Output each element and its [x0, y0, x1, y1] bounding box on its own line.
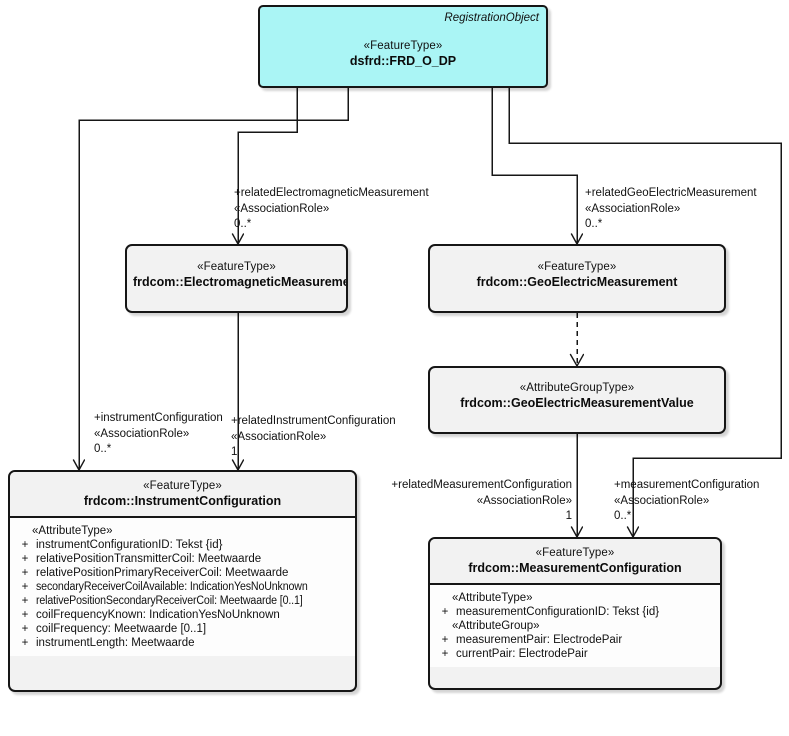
- attribute-row: + relativePositionSecondaryReceiverCoil:…: [14, 594, 351, 608]
- visibility-marker: +: [441, 634, 449, 646]
- class-name: frdcom::GeoElectricMeasurement: [476, 275, 678, 290]
- attribute-compartment: «AttributeType» + instrumentConfiguratio…: [10, 518, 355, 656]
- attribute-text: currentPair: ElectrodePair: [456, 648, 588, 660]
- class-name: frdcom::GeoElectricMeasurementValue: [460, 396, 694, 411]
- association-role-name: +measurementConfiguration: [614, 479, 760, 491]
- visibility-marker: +: [21, 637, 29, 649]
- registration-object-tag: RegistrationObject: [444, 12, 539, 24]
- class-name: frdcom::InstrumentConfiguration: [83, 494, 282, 509]
- attribute-text: coilFrequency: Meetwaarde [0..1]: [36, 623, 207, 635]
- edge-label-related-measurement-configuration: +relatedMeasurementConfiguration «Associ…: [370, 478, 572, 525]
- class-stereotype: «FeatureType»: [197, 261, 276, 273]
- class-box-measurement-configuration[interactable]: «FeatureType» frdcom::MeasurementConfigu…: [428, 537, 722, 690]
- attribute-group-label: «AttributeGroup»: [452, 620, 540, 632]
- edge-label-related-instrument-configuration: +relatedInstrumentConfiguration «Associa…: [231, 414, 396, 461]
- attribute-text: relativePositionTransmitterCoil: Meetwaa…: [36, 553, 262, 565]
- visibility-marker: +: [21, 539, 29, 551]
- attribute-row: + currentPair: ElectrodePair: [434, 647, 716, 661]
- association-stereotype: «AssociationRole»: [231, 430, 327, 443]
- visibility-marker: +: [441, 648, 449, 660]
- attribute-row: + coilFrequencyKnown: IndicationYesNoUnk…: [14, 608, 351, 622]
- association-role-name: +relatedMeasurementConfiguration: [391, 479, 572, 491]
- attribute-row: + relativePositionPrimaryReceiverCoil: M…: [14, 566, 351, 580]
- class-stereotype: «AttributeGroupType»: [519, 382, 635, 394]
- visibility-marker: +: [21, 581, 29, 593]
- visibility-marker: +: [441, 606, 449, 618]
- class-stereotype: «FeatureType»: [143, 480, 222, 492]
- attribute-text: relativePositionPrimaryReceiverCoil: Mee…: [36, 567, 289, 579]
- attribute-group-label: «AttributeType»: [452, 592, 533, 604]
- association-multiplicity: 0..*: [614, 510, 632, 523]
- attribute-compartment: «AttributeType» + measurementConfigurati…: [430, 585, 720, 667]
- edge-label-instrument-configuration: +instrumentConfiguration «AssociationRol…: [94, 411, 223, 458]
- class-name: dsfrd::FRD_O_DP: [349, 54, 457, 69]
- visibility-marker: +: [21, 553, 29, 565]
- class-stereotype: «FeatureType»: [537, 261, 617, 273]
- attribute-text: secondaryReceiverCoilAvailable: Indicati…: [36, 581, 308, 593]
- attribute-text: instrumentLength: Meetwaarde: [36, 637, 195, 649]
- visibility-marker: +: [21, 595, 29, 607]
- attribute-row: + instrumentLength: Meetwaarde: [14, 636, 351, 650]
- class-name: frdcom::MeasurementConfiguration: [468, 561, 682, 576]
- attribute-row: + measurementConfigurationID: Tekst {id}: [434, 605, 716, 619]
- attribute-row: + relativePositionTransmitterCoil: Meetw…: [14, 552, 351, 566]
- attribute-row: + coilFrequency: Meetwaarde [0..1]: [14, 622, 351, 636]
- edge-root-to-geoelectric-measurement: [491, 88, 577, 244]
- attribute-group-label: «AttributeType»: [32, 525, 113, 537]
- attribute-text: measurementConfigurationID: Tekst {id}: [456, 606, 660, 618]
- visibility-marker: +: [21, 609, 29, 621]
- class-box-instrument-configuration[interactable]: «FeatureType» frdcom::InstrumentConfigur…: [8, 470, 357, 692]
- class-box-geoelectric-measurement-value[interactable]: «AttributeGroupType» frdcom::GeoElectric…: [428, 366, 726, 434]
- association-multiplicity: 1: [565, 510, 572, 523]
- class-box-geoelectric-measurement[interactable]: «FeatureType» frdcom::GeoElectricMeasure…: [428, 244, 726, 313]
- association-multiplicity: 0..*: [585, 218, 603, 231]
- attribute-text: relativePositionSecondaryReceiverCoil: M…: [36, 595, 303, 607]
- class-box-electromagnetic-measurement[interactable]: «FeatureType» frdcom::ElectromagneticMea…: [125, 244, 348, 313]
- attribute-row: + instrumentConfigurationID: Tekst {id}: [14, 538, 351, 552]
- attribute-text: instrumentConfigurationID: Tekst {id}: [36, 539, 223, 551]
- visibility-marker: +: [21, 623, 29, 635]
- edge-label-related-electromagnetic-measurement: +relatedElectromagneticMeasurement «Asso…: [234, 186, 429, 233]
- attribute-row: + measurementPair: ElectrodePair: [434, 633, 716, 647]
- association-stereotype: «AssociationRole»: [94, 427, 190, 440]
- edge-label-measurement-configuration: +measurementConfiguration «AssociationRo…: [614, 478, 759, 525]
- attribute-text: measurementPair: ElectrodePair: [456, 634, 623, 646]
- association-role-name: +instrumentConfiguration: [94, 412, 223, 424]
- association-stereotype: «AssociationRole»: [614, 494, 710, 507]
- association-role-name: +relatedElectromagneticMeasurement: [234, 187, 429, 199]
- association-multiplicity: 0..*: [234, 218, 252, 231]
- association-stereotype: «AssociationRole»: [585, 202, 681, 215]
- association-stereotype: «AssociationRole»: [234, 202, 330, 215]
- association-multiplicity: 1: [231, 446, 238, 459]
- association-stereotype: «AssociationRole»: [476, 494, 572, 507]
- class-name: frdcom::ElectromagneticMeasurement: [133, 275, 348, 290]
- association-role-name: +relatedInstrumentConfiguration: [231, 415, 396, 427]
- edge-label-related-geoelectric-measurement: +relatedGeoElectricMeasurement «Associat…: [585, 186, 757, 233]
- class-box-frd-o-dp[interactable]: RegistrationObject «FeatureType» dsfrd::…: [258, 5, 548, 88]
- attribute-text: coilFrequencyKnown: IndicationYesNoUnkno…: [36, 609, 280, 621]
- class-stereotype: «FeatureType»: [535, 547, 615, 559]
- attribute-row: + secondaryReceiverCoilAvailable: Indica…: [14, 580, 351, 594]
- association-multiplicity: 0..*: [94, 443, 112, 456]
- class-stereotype: «FeatureType»: [363, 40, 443, 52]
- visibility-marker: +: [21, 567, 29, 579]
- association-role-name: +relatedGeoElectricMeasurement: [585, 187, 757, 199]
